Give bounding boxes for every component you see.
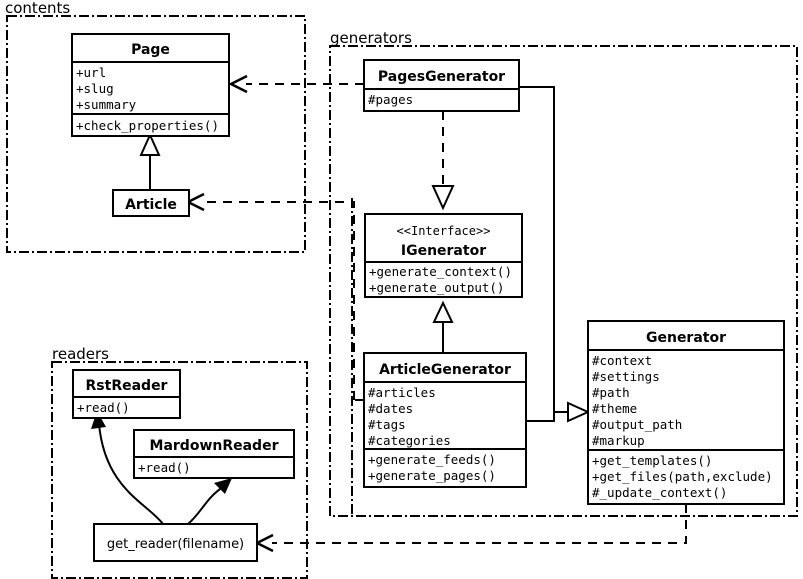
class-page-attribute: +slug xyxy=(76,81,114,96)
package-generators-label: generators xyxy=(330,29,412,47)
class-generator-title: Generator xyxy=(646,330,726,346)
class-rst-reader-frame[interactable] xyxy=(72,369,181,419)
package-readers-label: readers xyxy=(52,345,109,363)
class-igenerator-method: +generate_output() xyxy=(369,280,504,295)
class-article-generator-attribute: #dates xyxy=(368,401,413,416)
class-article-generator[interactable]: ArticleGenerator #articles #dates #tags … xyxy=(363,352,527,488)
class-article-frame[interactable] xyxy=(112,189,190,217)
class-article-generator-method: +generate_feeds() xyxy=(368,452,496,467)
class-generator-method: +get_templates() xyxy=(592,453,712,468)
class-page-attribute: +summary xyxy=(76,97,137,112)
function-get-reader[interactable]: get_reader(filename) xyxy=(93,523,258,562)
class-article-generator-attribute: #tags xyxy=(368,417,406,432)
dependency-arrowhead-icon xyxy=(254,533,274,553)
relation-articlegenerator-to-igenerator xyxy=(432,300,454,355)
package-generators: generators xyxy=(329,29,798,517)
relation-articlegenerator-to-generator xyxy=(526,412,555,422)
class-page-title: Page xyxy=(131,42,170,58)
class-article[interactable]: Article xyxy=(112,189,190,217)
class-page-attribute: +url xyxy=(76,65,106,80)
relation-line xyxy=(519,86,568,413)
class-article-title: Article xyxy=(125,197,177,213)
class-rst-reader-title: RstReader xyxy=(86,378,168,394)
class-mardown-reader[interactable]: MardownReader +read() xyxy=(133,429,295,479)
class-igenerator-method: +generate_context() xyxy=(369,264,512,279)
class-igenerator-frame[interactable] xyxy=(364,213,523,298)
generalization-arrowhead-icon xyxy=(567,401,591,423)
realization-arrowhead-icon xyxy=(431,185,455,211)
package-generators-border xyxy=(329,45,798,517)
class-page[interactable]: Page +url +slug +summary +check_properti… xyxy=(71,33,230,137)
function-get-reader-frame[interactable] xyxy=(93,523,258,562)
class-generator-attribute: #settings xyxy=(592,369,660,384)
relation-line xyxy=(272,504,687,544)
relation-getreader-to-rstreader xyxy=(91,411,164,525)
relation-line xyxy=(526,412,555,422)
class-igenerator-stereotype: <<Interface>> xyxy=(397,224,491,238)
class-rst-reader[interactable]: RstReader +read() xyxy=(72,369,181,419)
class-generator-attribute: #path xyxy=(592,385,630,400)
class-pages-generator-attribute: #pages xyxy=(368,92,413,107)
function-get-reader-label: get_reader(filename) xyxy=(107,537,244,552)
class-pages-generator-title: PagesGenerator xyxy=(378,69,505,85)
class-mardown-reader-title: MardownReader xyxy=(150,438,279,454)
class-page-frame[interactable] xyxy=(71,33,230,137)
relation-article-to-page xyxy=(139,132,161,192)
relation-curve xyxy=(98,423,164,525)
dependency-arrowhead-icon xyxy=(185,192,205,212)
class-article-generator-attribute: #categories xyxy=(368,433,451,448)
class-article-generator-attribute: #articles xyxy=(368,385,436,400)
class-pages-generator-frame[interactable] xyxy=(363,59,520,112)
class-page-method: +check_properties() xyxy=(76,118,219,133)
relation-getreader-to-mardownreader xyxy=(187,478,232,525)
relation-generator-to-getreader xyxy=(254,504,687,553)
package-readers: readers xyxy=(51,345,308,579)
class-article-generator-title: ArticleGenerator xyxy=(379,362,511,378)
class-igenerator-title: IGenerator xyxy=(401,243,486,259)
package-readers-border xyxy=(51,361,308,579)
class-generator-attribute: #theme xyxy=(592,401,637,416)
relation-pagesgenerator-to-generator xyxy=(519,86,591,423)
class-generator-method: #_update_context() xyxy=(592,485,727,500)
class-igenerator[interactable]: <<Interface>> IGenerator +generate_conte… xyxy=(364,213,523,298)
package-contents-border xyxy=(6,15,306,253)
class-generator-attribute: #markup xyxy=(592,433,645,448)
call-arrowhead-icon xyxy=(214,478,232,494)
class-article-generator-method: +generate_pages() xyxy=(368,468,496,483)
dependency-arrowhead-icon xyxy=(228,74,248,94)
class-generator-frame[interactable] xyxy=(587,320,785,505)
relation-pagesgenerator-to-page xyxy=(228,74,364,94)
class-rst-reader-method: +read() xyxy=(77,400,130,415)
relation-curve xyxy=(187,486,224,525)
class-generator-attribute: #context xyxy=(592,353,652,368)
class-generator-attribute: #output_path xyxy=(592,417,682,432)
class-mardown-reader-frame[interactable] xyxy=(133,429,295,479)
class-generator-method: +get_files(path,exclude) xyxy=(592,469,773,484)
class-pages-generator[interactable]: PagesGenerator #pages xyxy=(363,59,520,112)
generalization-arrowhead-icon xyxy=(432,300,454,323)
class-generator[interactable]: Generator #context #settings #path #them… xyxy=(587,320,785,505)
relation-articlegenerator-to-article xyxy=(185,192,364,401)
class-article-generator-frame[interactable] xyxy=(363,352,527,488)
generalization-arrowhead-icon xyxy=(139,132,161,156)
package-contents: contents xyxy=(5,0,306,253)
relation-line xyxy=(203,201,355,400)
class-mardown-reader-method: +read() xyxy=(138,460,191,475)
relation-pagesgenerator-to-igenerator xyxy=(431,111,455,211)
package-contents-label: contents xyxy=(5,0,70,17)
call-arrowhead-icon xyxy=(91,411,106,429)
